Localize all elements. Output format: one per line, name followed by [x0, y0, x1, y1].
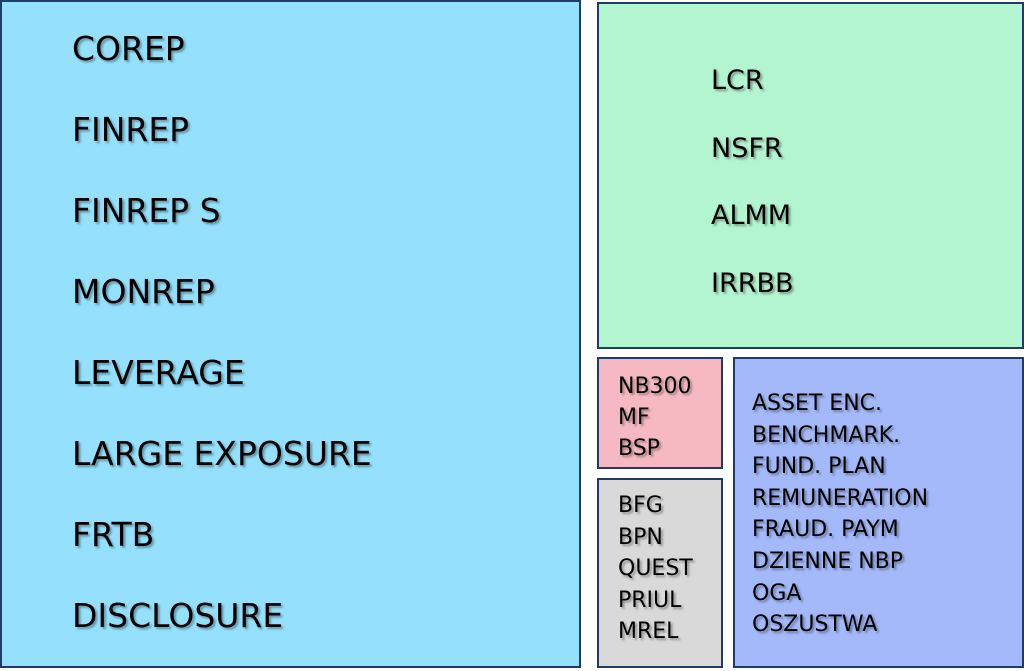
misc-report-item: REMUNERATION: [752, 485, 929, 511]
nbp-report-item: NB300: [618, 374, 692, 399]
main-report-item: FINREP: [72, 110, 190, 149]
misc-report-item: DZIENNE NBP: [752, 548, 904, 574]
liquidity-reports-box: LCR NSFR ALMM IRRBB: [597, 2, 1024, 349]
nbp-report-item: MF: [618, 405, 650, 430]
liquidity-report-item: ALMM: [711, 200, 792, 231]
other-reports-box: BFG BPN QUEST PRIUL MREL: [597, 478, 723, 668]
other-report-item: QUEST: [618, 556, 693, 582]
nbp-report-item: BSP: [618, 436, 660, 461]
main-report-item: MONREP: [72, 272, 215, 311]
main-report-item: COREP: [72, 29, 185, 68]
main-report-item: FINREP S: [72, 191, 221, 230]
misc-report-item: OSZUSTWA: [752, 612, 878, 638]
main-report-item: FRTB: [72, 515, 155, 554]
main-reports-list: COREP FINREP FINREP S MONREP LEVERAGE LA…: [2, 2, 579, 671]
other-report-item: BFG: [618, 493, 663, 518]
main-report-item: DISCLOSURE: [72, 596, 284, 635]
main-report-item: LARGE EXPOSURE: [72, 434, 372, 473]
misc-report-item: BENCHMARK.: [752, 422, 901, 448]
other-report-item: MREL: [618, 619, 679, 645]
other-reports-list: BFG BPN QUEST PRIUL MREL: [599, 480, 721, 648]
main-reports-box: COREP FINREP FINREP S MONREP LEVERAGE LA…: [0, 0, 581, 668]
nbp-reports-list: NB300 MF BSP: [599, 359, 721, 464]
misc-report-item: FRAUD. PAYM: [752, 517, 899, 543]
misc-reports-list: ASSET ENC. BENCHMARK. FUND. PLAN REMUNER…: [735, 359, 1022, 641]
liquidity-report-item: NSFR: [711, 132, 783, 164]
misc-reports-box: ASSET ENC. BENCHMARK. FUND. PLAN REMUNER…: [733, 357, 1024, 668]
liquidity-report-item: LCR: [711, 65, 764, 96]
liquidity-reports-list: LCR NSFR ALMM IRRBB: [599, 4, 1022, 332]
main-report-item: LEVERAGE: [72, 353, 245, 392]
nbp-reports-box: NB300 MF BSP: [597, 357, 723, 469]
misc-report-item: OGA: [752, 580, 802, 606]
other-report-item: PRIUL: [618, 587, 682, 613]
other-report-item: BPN: [618, 524, 663, 550]
liquidity-report-item: IRRBB: [711, 267, 794, 299]
misc-report-item: ASSET ENC.: [752, 391, 883, 416]
misc-report-item: FUND. PLAN: [752, 454, 886, 480]
